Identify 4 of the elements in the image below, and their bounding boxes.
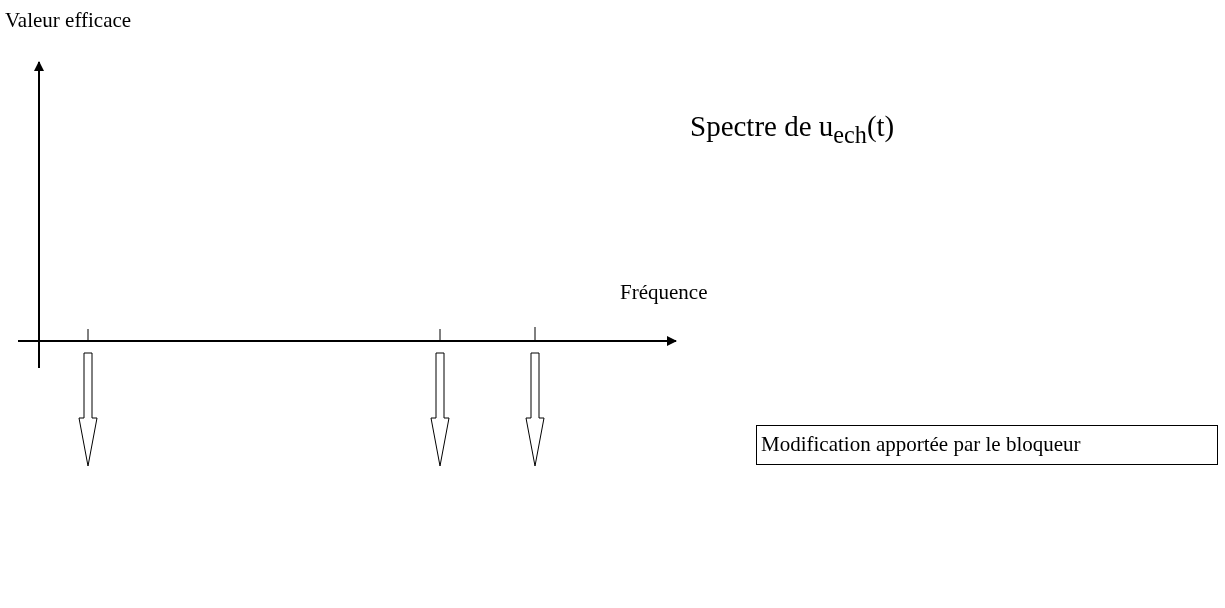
axis-label: Valeur efficace [5,8,132,33]
text-box: Modification apportée par le bloqueur [756,425,1218,465]
chart-title: Spectre de u$_{ech}$(t) [690,110,895,149]
axis-label: Fréquence [620,280,708,305]
